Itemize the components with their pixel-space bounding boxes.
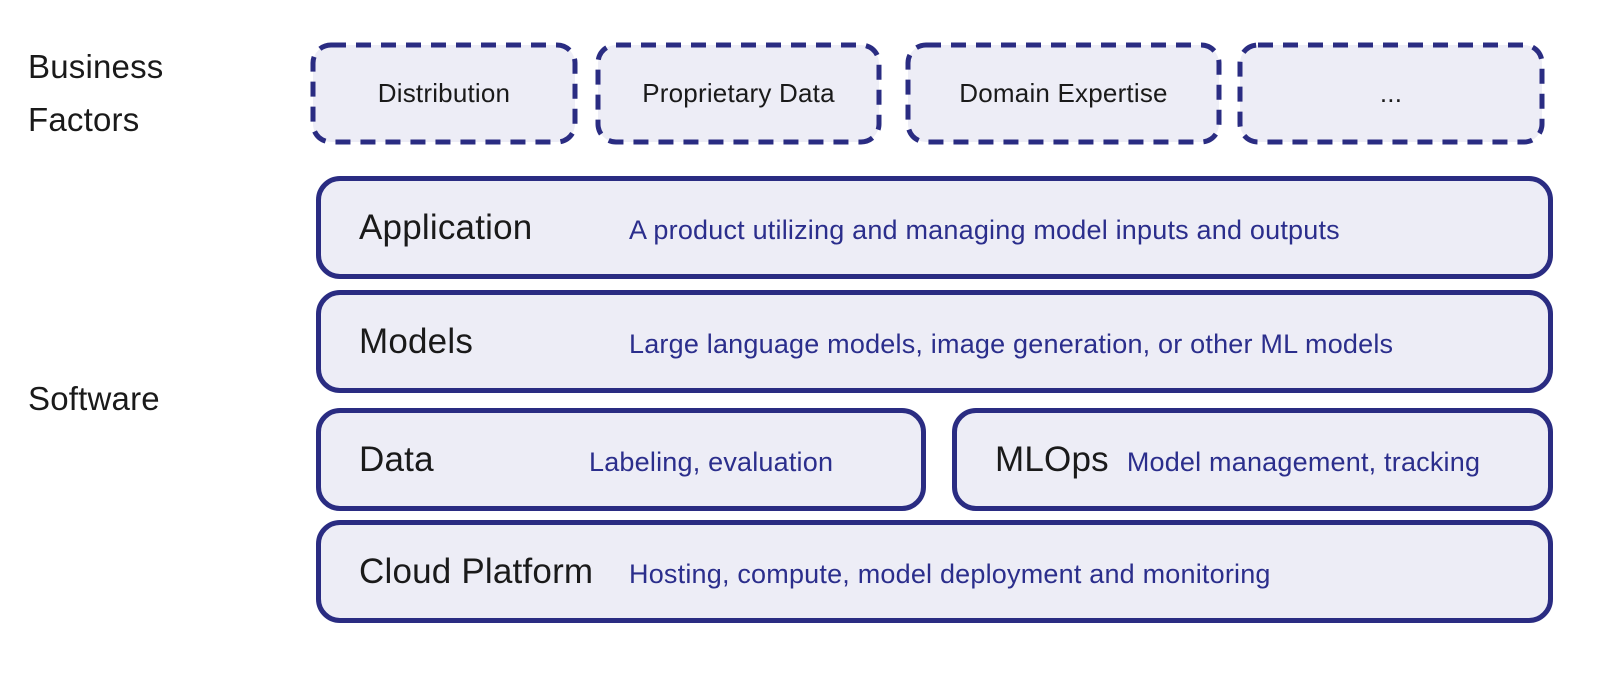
layer-title: Data [359, 440, 434, 479]
business-factors-label-line1: Business [28, 48, 164, 85]
layer-description: Large language models, image generation,… [629, 329, 1394, 359]
business-factor-box-proprietary-data: Proprietary Data [595, 42, 882, 145]
business-factor-box-ellipsis: ... [1237, 42, 1545, 145]
layer-description: Hosting, compute, model deployment and m… [629, 559, 1271, 589]
layer-box-models: Models Large language models, image gene… [316, 290, 1553, 393]
dashed-border-graphic [595, 42, 882, 145]
business-factors-row: Distribution Proprietary Data Domain Exp… [310, 42, 1545, 145]
layer-description: Labeling, evaluation [589, 447, 834, 477]
layer-title: Models [359, 322, 474, 361]
business-factor-label: Domain Expertise [959, 78, 1168, 108]
layer-description: A product utilizing and managing model i… [629, 215, 1340, 245]
business-factor-label: Proprietary Data [642, 78, 835, 108]
business-factors-row-label: Business Factors [28, 40, 164, 146]
dashed-border-graphic [905, 42, 1222, 145]
software-row-label: Software [28, 372, 160, 425]
layer-box-application: Application A product utilizing and mana… [316, 176, 1553, 279]
layer-title: MLOps [995, 440, 1109, 479]
software-label: Software [28, 380, 160, 417]
business-factor-box-domain-expertise: Domain Expertise [905, 42, 1222, 145]
layer-box-mlops: MLOps Model management, tracking [952, 408, 1553, 511]
layer-description: Model management, tracking [1126, 447, 1481, 477]
layer-box-data: Data Labeling, evaluation [316, 408, 926, 511]
layer-box-cloud-platform: Cloud Platform Hosting, compute, model d… [316, 520, 1553, 623]
layer-title: Cloud Platform [359, 552, 594, 591]
business-factor-box-distribution: Distribution [310, 42, 578, 145]
business-factor-label: ... [1379, 78, 1403, 108]
dashed-border-graphic [310, 42, 578, 145]
dashed-border-graphic [1237, 42, 1545, 145]
layer-title: Application [359, 208, 533, 247]
business-factors-label-line2: Factors [28, 101, 140, 138]
business-factor-label: Distribution [377, 78, 511, 108]
